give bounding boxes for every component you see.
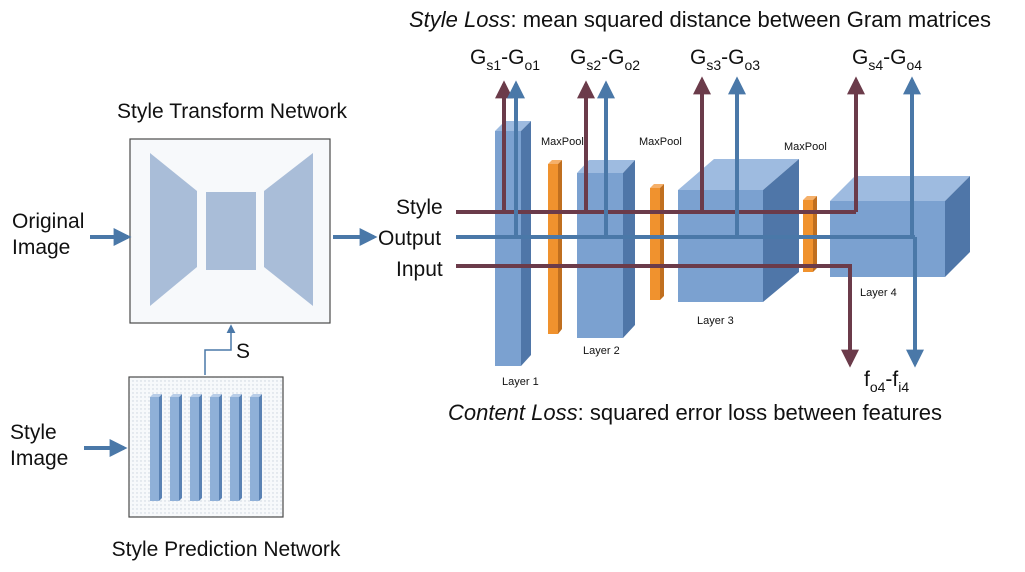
- s-connector-arrow: [204, 324, 236, 375]
- maxpool-2-block: [650, 184, 664, 300]
- layer-4-block: [830, 176, 970, 277]
- gram-label-3: Gs3-Go3: [690, 46, 760, 73]
- feature-arrow-input: [456, 264, 859, 368]
- output-stream-label: Output: [378, 227, 441, 250]
- original-image-label: Original Image: [12, 210, 90, 259]
- prediction-bar: [190, 394, 202, 501]
- layer-2-label: Layer 2: [583, 345, 620, 357]
- maxpool-1-label: MaxPool: [541, 136, 584, 148]
- layer-1-block: [495, 121, 531, 366]
- style-image-label: Style Image: [10, 421, 68, 470]
- content-loss-term: Content Loss: [448, 400, 578, 425]
- maxpool-3-label: MaxPool: [784, 141, 827, 153]
- prediction-bar: [250, 394, 262, 501]
- prediction-bar: [150, 394, 162, 501]
- content-loss-caption: Content Loss: squared error loss between…: [448, 400, 942, 425]
- encoder-shape: [150, 153, 197, 306]
- layer-3-label: Layer 3: [697, 315, 734, 327]
- transform-network-title: Style Transform Network: [117, 100, 347, 123]
- content-loss-description: : squared error loss between features: [578, 400, 942, 425]
- maxpool-3-block: [803, 196, 817, 272]
- gram-label-4: Gs4-Go4: [852, 46, 922, 73]
- input-stream-label: Input: [396, 258, 443, 281]
- style-stream-label: Style: [396, 196, 443, 219]
- feature-diff-label: fo4-fi4: [864, 368, 909, 395]
- prediction-bar: [170, 394, 182, 501]
- prediction-bar: [210, 394, 222, 501]
- prediction-network-box: [128, 376, 284, 518]
- prediction-bar: [230, 394, 242, 501]
- bottleneck-shape: [206, 192, 256, 270]
- layer-4-label: Layer 4: [860, 287, 897, 299]
- prediction-network-title: Style Prediction Network: [112, 538, 341, 561]
- style-loss-caption: Style Loss: mean squared distance betwee…: [409, 7, 991, 32]
- maxpool-2-label: MaxPool: [639, 136, 682, 148]
- decoder-shape: [264, 153, 313, 306]
- style-loss-term: Style Loss: [409, 7, 511, 32]
- maxpool-1-block: [548, 160, 562, 334]
- transform-network-box: [129, 138, 331, 324]
- gram-label-1: Gs1-Go1: [470, 46, 540, 73]
- layer-1-label: Layer 1: [502, 376, 539, 388]
- gram-label-2: Gs2-Go2: [570, 46, 640, 73]
- s-label: S: [236, 340, 250, 363]
- style-loss-description: : mean squared distance between Gram mat…: [510, 7, 991, 32]
